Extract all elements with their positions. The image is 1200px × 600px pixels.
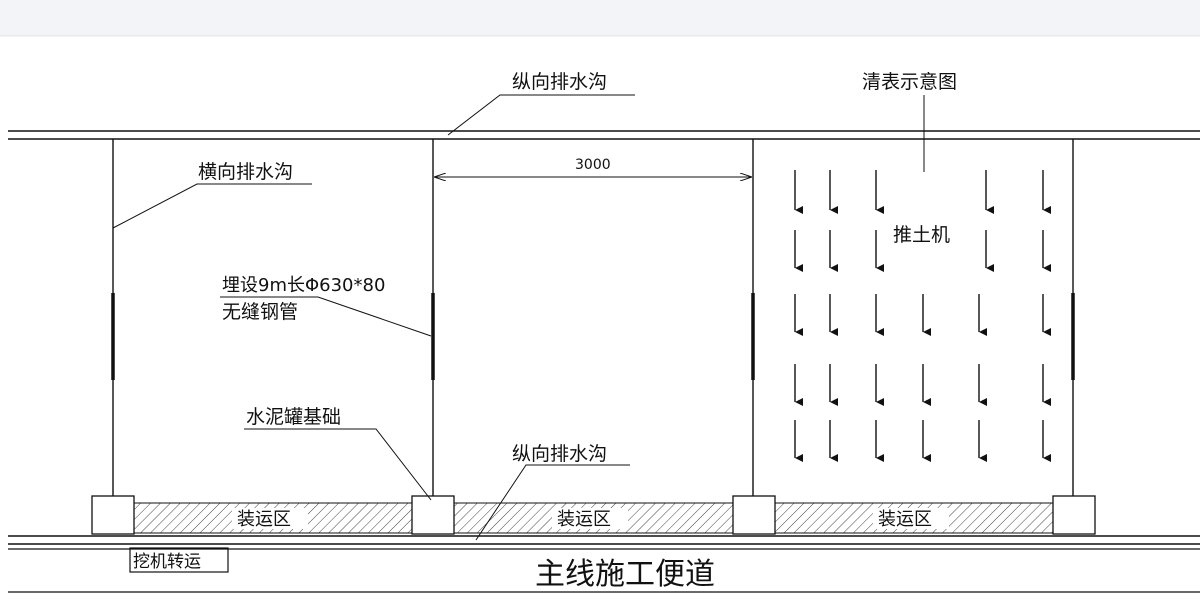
cement-tank-foundations xyxy=(91,495,1096,535)
label-dimension-3000: 3000 xyxy=(575,157,611,173)
label-transverse-ditch: 横向排水沟 xyxy=(198,161,293,183)
label-pipe-line2: 无缝钢管 xyxy=(222,301,298,323)
label-clearing-diagram: 清表示意图 xyxy=(862,71,957,93)
label-loading-zone-1: 装运区 xyxy=(237,509,291,530)
label-loading-zone-3: 装运区 xyxy=(878,509,932,530)
label-longitudinal-ditch-bottom: 纵向排水沟 xyxy=(512,443,607,465)
leader-lines xyxy=(112,94,925,541)
header-strip xyxy=(0,0,1200,36)
buried-steel-pipes xyxy=(111,293,1075,380)
bottom-road-lines xyxy=(8,535,1200,593)
label-excavator-transfer: 挖机转运 xyxy=(133,552,201,572)
label-loading-zone-2: 装运区 xyxy=(557,509,611,530)
label-bulldozer: 推土机 xyxy=(893,224,950,246)
clearing-arrows xyxy=(794,170,1051,462)
label-cement-tank-foundation: 水泥罐基础 xyxy=(246,406,341,428)
label-main-road: 主线施工便道 xyxy=(535,557,715,592)
label-longitudinal-ditch-top: 纵向排水沟 xyxy=(512,71,607,93)
top-longitudinal-ditch xyxy=(8,130,1200,140)
label-pipe-line1: 埋设9m长Φ630*80 xyxy=(222,275,385,296)
excavator-transfer-box xyxy=(129,547,229,573)
